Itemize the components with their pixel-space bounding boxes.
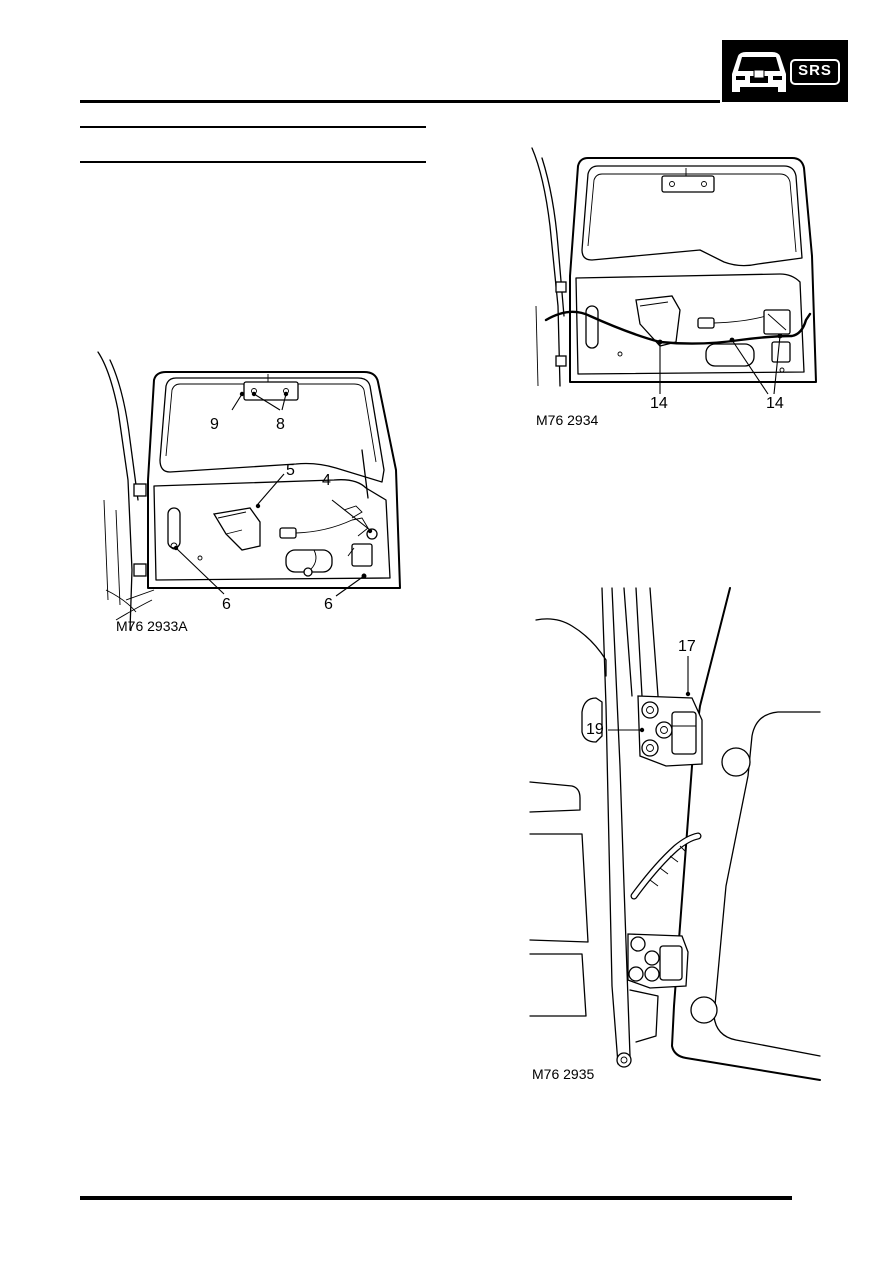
- callout-6-right: 6: [324, 596, 333, 613]
- footer-rule: [80, 1196, 792, 1200]
- figure-id-label: M76 2935: [532, 1066, 595, 1082]
- section-rule-top: [80, 126, 426, 128]
- header-rule: [80, 100, 720, 103]
- callout-14-right: 14: [766, 395, 784, 412]
- figure-id-label: M76 2934: [536, 412, 599, 428]
- tailgate-illustration: [97, 351, 401, 631]
- callout-6-left: 6: [222, 596, 231, 613]
- car-front-srs-icon: [732, 52, 840, 92]
- callout-4: 4: [322, 472, 331, 489]
- figure-m76-2935: 17 19 M76 2935: [526, 586, 826, 1106]
- section-rule-bottom: [80, 161, 426, 163]
- callout-8: 8: [276, 416, 285, 433]
- srs-badge: SRS: [722, 40, 848, 102]
- callout-14-left: 14: [650, 395, 668, 412]
- figure-m76-2934: 14 14 M76 2934: [530, 146, 830, 436]
- callout-19: 19: [586, 721, 604, 738]
- tailgate-harness-illustration: [531, 147, 817, 395]
- tailgate-hinge-illustration: [529, 587, 821, 1081]
- figure-id-label: M76 2933A: [116, 618, 188, 634]
- figure-m76-2933a: 9 8 5 4 6 6 M76 2933A: [96, 350, 416, 640]
- callout-9: 9: [210, 416, 219, 433]
- callout-5: 5: [286, 462, 295, 479]
- srs-badge-text: SRS: [798, 62, 832, 79]
- callout-17: 17: [678, 638, 696, 655]
